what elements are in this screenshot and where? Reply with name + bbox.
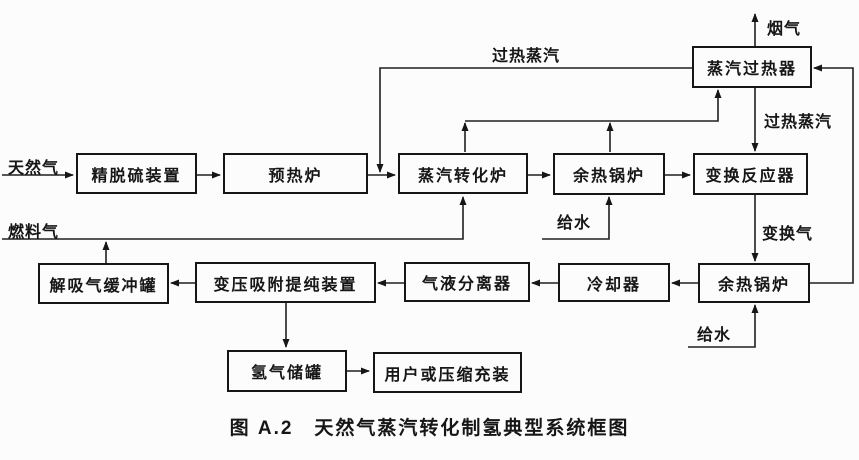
edge-superheater-reformerfeed: [376, 67, 692, 173]
label-flue-gas: 烟气: [767, 21, 802, 38]
figure-caption: 图 A.2 天然气蒸汽转化制氢典型系统框图: [229, 418, 630, 439]
node-buffer-tank: 解吸气缓冲罐: [38, 263, 169, 304]
label-superheated-steam-top: 过热蒸汽: [492, 48, 561, 65]
node-whb-top-label: 余热锅炉: [572, 168, 645, 185]
node-psa-label: 变压吸附提纯装置: [213, 276, 358, 294]
node-buffer-tank-label: 解吸气缓冲罐: [49, 277, 158, 295]
node-reformer-label: 蒸汽转化炉: [417, 167, 508, 185]
node-preheater-label: 预热炉: [268, 167, 323, 185]
edge-feedwater-whbtop: [542, 196, 613, 240]
label-natural-gas: 天然气: [8, 160, 60, 177]
label-feed-water-top: 给水: [557, 215, 592, 232]
node-superheater-label: 蒸汽过热器: [706, 61, 797, 78]
node-reformer: 蒸汽转化炉: [398, 153, 528, 194]
edge-feedwater-whbbottom: [688, 304, 759, 348]
node-whb-top: 余热锅炉: [553, 153, 665, 195]
label-shift-gas: 变换气: [762, 226, 814, 243]
label-fuel-gas: 燃料气: [8, 224, 60, 241]
node-superheater: 蒸汽过热器: [692, 46, 812, 88]
label-superheated-steam-right: 过热蒸汽: [764, 114, 833, 131]
node-separator: 气液分离器: [404, 262, 530, 302]
node-cooler: 冷却器: [558, 263, 670, 302]
edge-fuelgas-reformer: [2, 196, 467, 240]
node-shift-reactor-label: 变换反应器: [705, 168, 796, 185]
node-h2-tank: 氢气储罐: [227, 350, 347, 392]
node-whb-bottom: 余热锅炉: [698, 263, 810, 303]
node-whb-bottom-label: 余热锅炉: [717, 277, 790, 294]
node-user: 用户或压缩充装: [373, 352, 522, 393]
edge-whbbottom-superheater: [810, 64, 854, 284]
node-desulfurizer: 精脱硫装置: [76, 153, 197, 194]
node-cooler-label: 冷却器: [586, 276, 641, 294]
node-separator-label: 气液分离器: [421, 276, 512, 293]
node-shift-reactor: 变换反应器: [693, 153, 808, 195]
node-user-label: 用户或压缩充装: [384, 366, 511, 384]
node-psa: 变压吸附提纯装置: [195, 262, 376, 303]
node-preheater: 预热炉: [223, 153, 368, 194]
node-desulfurizer-label: 精脱硫装置: [91, 167, 182, 185]
node-h2-tank-label: 氢气储罐: [250, 365, 323, 382]
label-feed-water-bottom: 给水: [697, 327, 732, 344]
edge-steamline-superheater: [465, 89, 722, 122]
